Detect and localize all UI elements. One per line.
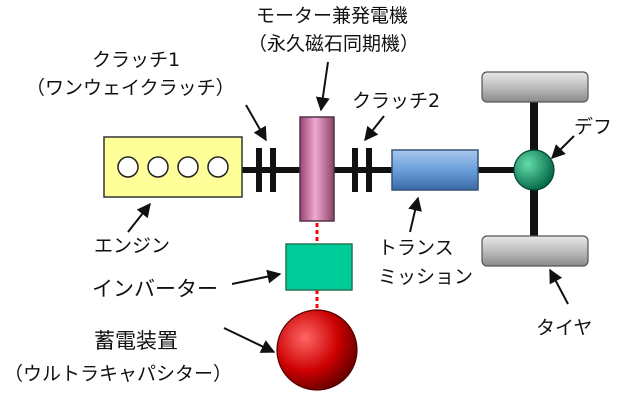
arrow-storage (223, 327, 276, 353)
tire-bottom (481, 235, 589, 267)
label-transmission-line1: トランス (378, 237, 454, 259)
clutch2-plates (352, 148, 372, 192)
label-storage-line1: 蓄電装置 (94, 329, 178, 353)
tire-top (481, 71, 589, 103)
arrow-tire (549, 268, 569, 305)
transmission (391, 149, 479, 191)
label-motor-line1: モーター兼発電機 (256, 5, 408, 27)
engine-cylinder (147, 156, 169, 178)
clutch1-plates (256, 148, 276, 192)
label-diff: デフ (574, 116, 612, 138)
arrow-transmission (408, 196, 422, 233)
label-clutch1-line2: （ワンウェイクラッチ） (26, 77, 235, 99)
label-transmission-line2: ミッション (378, 266, 473, 288)
engine-cylinder (207, 156, 229, 178)
inverter (285, 243, 353, 291)
arrow-motor (315, 61, 330, 112)
label-clutch1-line1: クラッチ1 (92, 49, 180, 71)
motor-generator (299, 116, 335, 222)
engine-block (103, 136, 243, 198)
label-inverter: インバーター (92, 277, 218, 301)
arrow-clutch2 (364, 115, 385, 142)
leader-arrows (127, 61, 575, 353)
arrow-clutch1 (245, 104, 267, 142)
engine-cylinder (117, 156, 139, 178)
energy-storage (276, 309, 358, 391)
arrow-inverter (231, 269, 282, 285)
label-storage-line2: （ウルトラキャパシター） (4, 363, 232, 385)
engine-cylinder (177, 156, 199, 178)
arrow-engine (127, 202, 151, 233)
arrow-diff (551, 135, 575, 159)
label-motor-line2: （永久磁石同期機） (248, 33, 419, 55)
label-clutch2: クラッチ2 (352, 90, 440, 112)
label-tire: タイヤ (536, 317, 592, 339)
label-engine: エンジン (94, 235, 170, 257)
differential (513, 149, 555, 191)
